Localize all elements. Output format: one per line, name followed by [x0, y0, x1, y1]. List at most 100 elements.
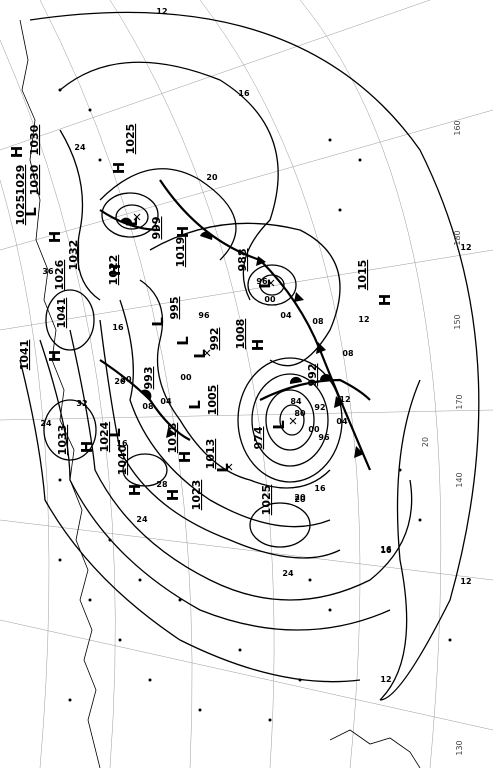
graticule-meridian-4	[39, 0, 193, 768]
isobar-label: 20	[294, 493, 306, 502]
isobars	[19, 11, 480, 701]
coastline-mainland	[19, 19, 101, 768]
low-center: L	[191, 349, 209, 359]
pressure-value: 1033	[56, 425, 69, 456]
pressure-value: 974	[252, 426, 265, 449]
pressure-value: 1022	[107, 255, 120, 286]
front-semicircle	[289, 376, 302, 384]
isobar-label: 08	[342, 349, 354, 358]
isobar-1000	[149, 222, 341, 367]
isobar-982	[251, 373, 329, 467]
pressure-value: 1018	[166, 423, 179, 454]
graticule-labels: 160 170 180 150 140 130 20	[421, 120, 464, 755]
pressure-value: 1032	[67, 240, 80, 271]
pressure-value: 1025	[14, 195, 27, 226]
isobar-outer	[29, 11, 480, 701]
isobar-high-1025	[249, 502, 311, 548]
pressure-value: 1008	[234, 319, 247, 350]
high-center: H	[46, 231, 64, 244]
front-semicircle	[120, 217, 133, 226]
isobar-label: 32	[76, 399, 87, 408]
front-triangle	[354, 446, 364, 458]
low-center: L	[186, 400, 204, 410]
pressure-value: 1040	[116, 444, 129, 475]
pressure-value: 992	[306, 364, 319, 387]
low-center: L	[270, 420, 288, 430]
isobar-1012	[99, 319, 341, 559]
occluded-front	[259, 378, 371, 401]
front-triangle	[166, 428, 176, 438]
isobar-label: 16	[116, 439, 128, 448]
longitude-label: 150	[453, 314, 462, 329]
isobar-east-16	[379, 379, 421, 701]
isobar-label: 00	[264, 295, 276, 304]
longitude-label: 170	[455, 394, 464, 409]
pressure-value: 1041	[55, 298, 68, 329]
front-triangle	[334, 396, 344, 408]
low-center: L	[149, 317, 167, 327]
low-center: L	[22, 207, 40, 217]
latitude-label: 20	[421, 437, 430, 447]
front-semicircle	[320, 374, 332, 380]
pressure-value: 1029	[14, 165, 27, 196]
isobar-label: 16	[314, 484, 326, 493]
isobar-low-1004	[115, 204, 149, 230]
isobar-label: 12	[156, 7, 167, 16]
pressure-value: 999	[150, 217, 163, 240]
isobar-label: 00	[180, 373, 192, 382]
isobar-label: 16	[238, 89, 250, 98]
isobar-label: 12	[358, 315, 369, 324]
high-center: H	[78, 441, 96, 454]
isobar-label: 08	[312, 317, 324, 326]
pressure-value: 1019	[174, 237, 187, 268]
isobar-label: 04	[336, 417, 348, 426]
isobar-label: 92	[314, 403, 325, 412]
longitude-label: 160	[453, 120, 462, 135]
isobar-label: 20	[294, 495, 306, 504]
isobar-label: 00	[308, 425, 320, 434]
coastline	[19, 19, 421, 768]
high-center: H	[376, 294, 394, 307]
isobar-label: 96	[256, 277, 268, 286]
isobar-1020	[39, 339, 391, 631]
high-center: H	[110, 162, 128, 175]
isobar-label: 96	[198, 311, 210, 320]
isobar-label: 24	[136, 515, 148, 524]
isobar-20-north	[99, 168, 237, 261]
low-markers	[133, 213, 297, 471]
center-pressures: 1025 1029 1030 1030 1025 1026 1032 1041 …	[14, 124, 369, 516]
pressure-value: 1023	[190, 480, 203, 511]
front-triangle	[316, 342, 326, 354]
graticule-parallel-4	[0, 519, 493, 581]
isobar-high-1033	[43, 399, 97, 461]
isobar-label: 04	[160, 397, 172, 406]
pressure-value: 1030	[28, 164, 41, 195]
graticule-meridian-5	[0, 39, 116, 768]
isobar-ridge-1030	[59, 129, 101, 301]
isobar-1016	[69, 329, 413, 601]
isobar-label: 08	[142, 402, 154, 411]
isobar-high-1041	[45, 289, 95, 351]
graticule-parallel-5	[0, 619, 493, 731]
isobar-label: 12	[339, 395, 350, 404]
pressure-value: 1015	[356, 260, 369, 291]
isobar-16-north	[59, 61, 279, 301]
pressure-value: 1041	[18, 340, 31, 371]
isobar-label: 16	[112, 323, 124, 332]
pressure-value: 1030	[28, 124, 41, 155]
isobar-label: 84	[290, 397, 302, 406]
isobar-984	[259, 274, 285, 296]
isobar-990	[237, 357, 343, 483]
pressure-value: 992	[208, 328, 221, 351]
pressure-value: 1005	[206, 385, 219, 416]
isobar-label: 04	[280, 311, 292, 320]
isobar-1008-south	[119, 299, 331, 528]
isobar-label: 20	[120, 375, 132, 384]
isobar-high-1040	[122, 453, 168, 487]
isobar-label: 24	[74, 143, 86, 152]
high-center: H	[126, 484, 144, 497]
high-center: H	[8, 146, 26, 159]
